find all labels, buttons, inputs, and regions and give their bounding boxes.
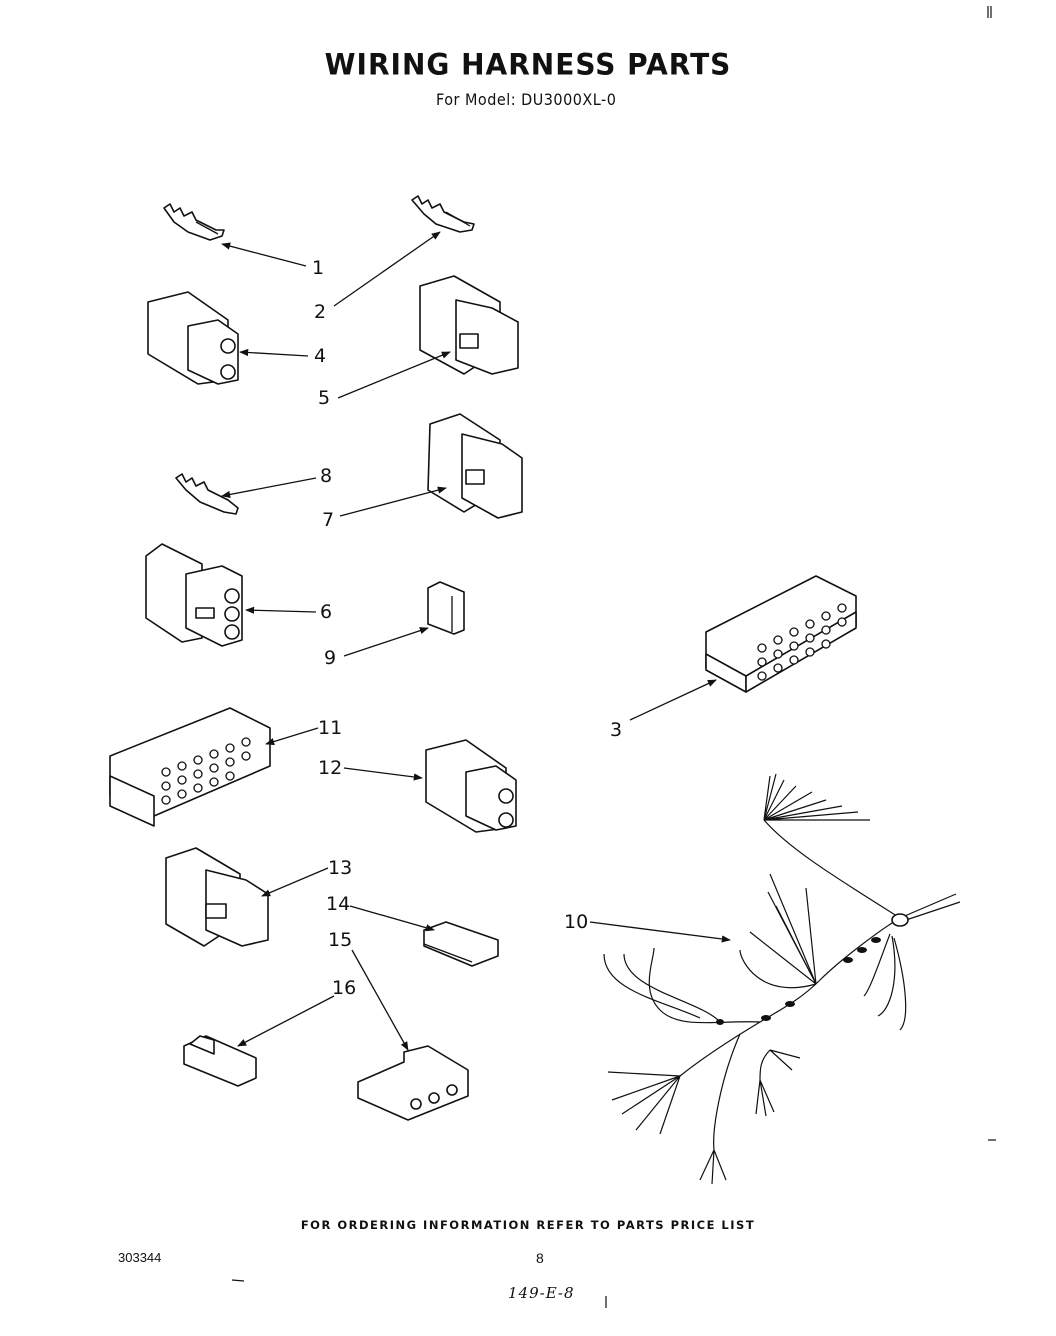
part-15-housing[interactable] (357, 1045, 469, 1121)
part-5-connector[interactable] (419, 275, 519, 375)
callout-8: 8 (320, 465, 332, 487)
part-3-block[interactable] (705, 575, 857, 693)
callout-9: 9 (324, 647, 336, 669)
callout-4: 4 (314, 345, 326, 367)
part-2-terminal[interactable] (411, 195, 475, 233)
part-12-connector[interactable] (425, 739, 517, 833)
ordering-note: FOR ORDERING INFORMATION REFER TO PARTS … (300, 1218, 756, 1232)
part-8-terminal[interactable] (175, 473, 239, 515)
part-11-block[interactable] (109, 707, 271, 827)
part-7-connector[interactable] (427, 413, 523, 519)
scan-marks (231, 6, 996, 1308)
callout-10: 10 (564, 911, 588, 933)
page-number: 8 (536, 1250, 544, 1266)
callout-5: 5 (318, 387, 330, 409)
document-number: 303344 (118, 1250, 162, 1265)
part-16-clip[interactable] (183, 1035, 257, 1087)
part-4-connector[interactable] (147, 291, 239, 385)
page-title: WIRING HARNESS PARTS (324, 47, 732, 82)
callout-12: 12 (318, 757, 342, 779)
leader-lines (221, 231, 731, 1051)
callout-13: 13 (328, 857, 352, 879)
model-subtitle: For Model: DU3000XL-0 (436, 90, 617, 109)
part-9-connector[interactable] (427, 581, 465, 635)
part-1-terminal[interactable] (163, 203, 225, 241)
callout-16: 16 (332, 977, 356, 999)
callout-11: 11 (318, 717, 342, 739)
callout-6: 6 (320, 601, 332, 623)
part-14-clip[interactable] (423, 921, 499, 967)
callout-7: 7 (322, 509, 334, 531)
callout-2: 2 (314, 301, 326, 323)
callout-14: 14 (326, 893, 350, 915)
callout-15: 15 (328, 929, 352, 951)
callout-3: 3 (610, 719, 622, 741)
part-6-connector[interactable] (145, 543, 243, 647)
callout-1: 1 (312, 257, 324, 279)
part-13-connector[interactable] (165, 847, 269, 947)
handwritten-code: 149-E-8 (508, 1284, 575, 1302)
part-10-wire-harness[interactable] (603, 773, 961, 1185)
